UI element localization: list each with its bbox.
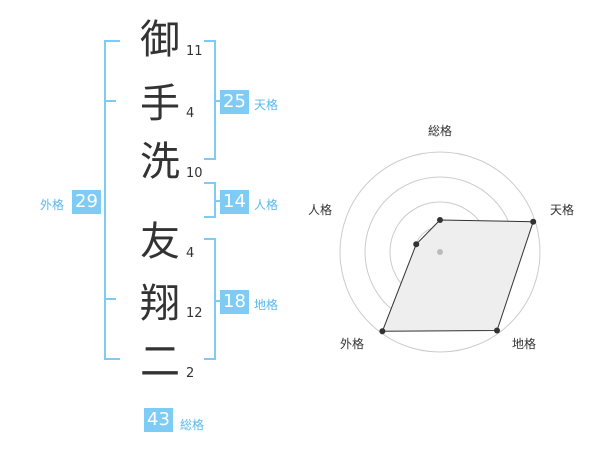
jinkaku-badge: 14 xyxy=(220,190,249,214)
gaikaku-badge: 29 xyxy=(72,190,101,214)
jinkaku-bracket-top xyxy=(204,182,216,184)
name-char-5: 翔 xyxy=(140,281,180,327)
stroke-count-6: 2 xyxy=(186,366,195,381)
gaikaku-bracket-top xyxy=(104,40,120,42)
gaikaku-label: 外格 xyxy=(40,198,65,212)
stroke-count-5: 12 xyxy=(186,306,203,321)
jinkaku-label: 人格 xyxy=(254,198,279,212)
name-char-2: 手 xyxy=(140,81,180,127)
soukaku-badge: 43 xyxy=(144,408,173,432)
chikaku-label: 地格 xyxy=(254,298,279,312)
chikaku-bracket-vertical xyxy=(214,238,216,360)
gaikaku-bracket-vertical xyxy=(104,40,106,360)
name-char-6: 二 xyxy=(140,339,180,385)
radar-label-gaikaku: 外格 xyxy=(340,337,365,351)
radar-point-gaikaku xyxy=(379,328,386,335)
radar-point-soukaku xyxy=(437,217,443,223)
radar-label-soukaku: 総格 xyxy=(428,124,453,138)
name-char-3: 洗 xyxy=(140,139,180,185)
tenkaku-connector xyxy=(214,100,224,102)
stroke-count-2: 4 xyxy=(186,106,195,121)
radar-point-jinkaku xyxy=(413,241,420,248)
name-char-4: 友 xyxy=(140,219,180,265)
stroke-count-4: 4 xyxy=(186,246,195,261)
chikaku-bracket-top xyxy=(204,238,216,240)
radar-label-jinkaku: 人格 xyxy=(308,203,333,217)
chikaku-badge: 18 xyxy=(220,290,249,314)
radar-polygon xyxy=(381,219,534,332)
soukaku-label: 総格 xyxy=(180,418,205,432)
radar-point-tenkaku xyxy=(530,218,537,225)
tenkaku-bracket-top xyxy=(204,40,216,42)
gaikaku-bracket-bottom xyxy=(104,358,120,360)
radar-ring xyxy=(339,151,541,353)
name-char-1: 御 xyxy=(140,17,180,63)
tenkaku-label: 天格 xyxy=(254,98,279,112)
gaikaku-tick-2 xyxy=(104,100,116,102)
jinkaku-bracket-bottom xyxy=(204,216,216,218)
radar-points xyxy=(379,217,537,335)
jinkaku-connector xyxy=(214,200,224,202)
chikaku-connector xyxy=(214,300,224,302)
stroke-count-3: 10 xyxy=(186,166,203,181)
radar-center xyxy=(437,249,443,255)
radar-label-tenkaku: 天格 xyxy=(550,203,575,217)
tenkaku-bracket-bottom xyxy=(204,158,216,160)
radar-point-chikaku xyxy=(494,327,501,334)
chikaku-bracket-bottom xyxy=(204,358,216,360)
tenkaku-badge: 25 xyxy=(220,90,249,114)
radar-label-chikaku: 地格 xyxy=(512,337,537,351)
stroke-count-1: 11 xyxy=(186,44,203,59)
gaikaku-tick-5 xyxy=(104,298,116,300)
